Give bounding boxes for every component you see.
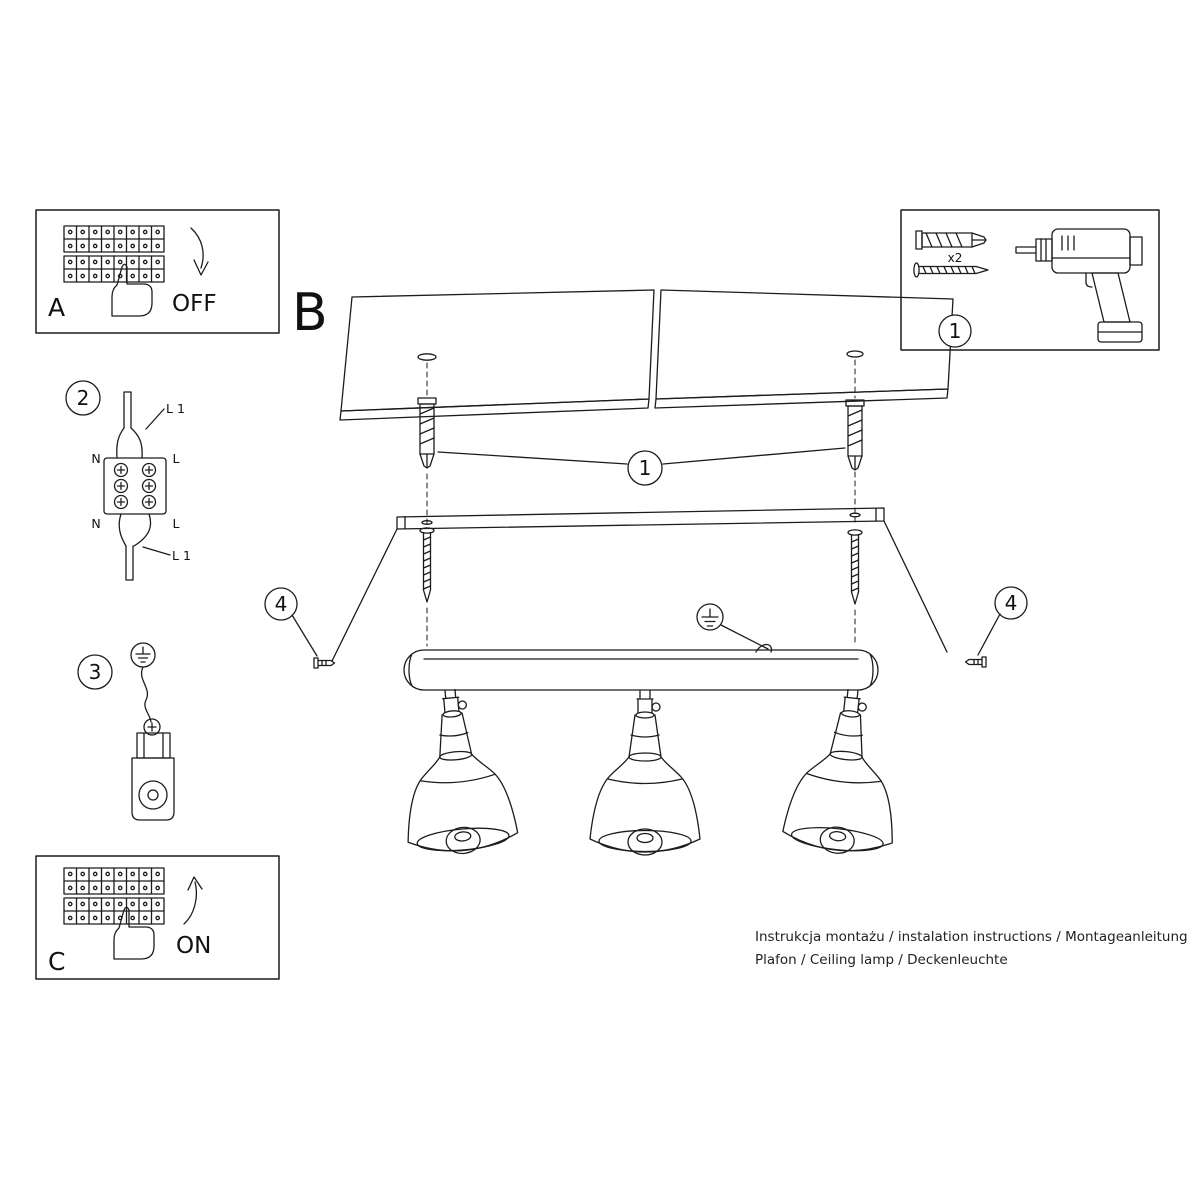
mounting-screw-right-icon <box>847 529 863 605</box>
drill-icon <box>1015 228 1143 343</box>
footer-line-1: Instrukcja montażu / instalation instruc… <box>755 929 1188 945</box>
panel-c-box: C ON <box>35 855 280 980</box>
wire-label-l-bottom: L <box>173 516 180 531</box>
step2-number: 2 <box>77 386 90 410</box>
step1-leaders <box>437 447 846 465</box>
terminal-screws-icon <box>113 462 157 510</box>
step3-number: 3 <box>89 660 102 684</box>
ground-symbol-icon <box>130 642 156 668</box>
off-label: OFF <box>172 291 217 317</box>
wall-anchor-right-icon <box>845 399 865 471</box>
wire-label-n-top: N <box>91 451 100 466</box>
wire-label-l1-top: L 1 <box>166 401 185 416</box>
mounting-screw-left-icon <box>419 527 435 603</box>
anchor-quantity-label: x2 <box>948 251 963 265</box>
spotlight-middle <box>589 690 701 856</box>
breaker-strip-icon <box>63 225 165 283</box>
wiring-diagram: L 1 N L N L L 1 <box>91 391 191 581</box>
step4-left-number: 4 <box>275 592 288 616</box>
mounting-bracket <box>331 507 948 662</box>
step-b-label: B <box>292 283 328 343</box>
wall-plug-icon <box>915 230 987 250</box>
step2-badge: 2 <box>65 380 101 416</box>
lamp-base <box>403 649 879 691</box>
screw-icon <box>913 262 989 278</box>
ground-symbol-main-icon <box>696 603 773 653</box>
panel-c-label: C <box>48 947 65 976</box>
panel-a-box: A OFF <box>35 209 280 334</box>
tools-step-badge: 1 <box>938 314 972 348</box>
on-arrow-icon <box>183 876 203 925</box>
spotlight-right <box>780 683 909 860</box>
wire-label-n-bottom: N <box>91 516 100 531</box>
footer-line-2: Plafon / Ceiling lamp / Deckenleuchte <box>755 952 1008 968</box>
wire-label-l-top: L <box>173 451 180 466</box>
breaker-strip-icon <box>63 867 165 925</box>
step4-right-badge: 4 <box>977 586 1028 656</box>
tools-step-number: 1 <box>949 319 962 343</box>
step3-badge: 3 <box>77 654 113 690</box>
hand-icon <box>111 263 153 317</box>
hand-icon <box>113 906 155 960</box>
off-arrow-icon <box>190 227 209 276</box>
step4-right-number: 4 <box>1005 591 1018 615</box>
step4-left-badge: 4 <box>264 587 318 657</box>
side-screw-right-icon <box>964 656 987 668</box>
spotlight-left <box>394 684 520 859</box>
tools-box: x2 1 <box>900 209 1160 351</box>
earth-clamp-icon <box>131 666 175 821</box>
side-screw-left-icon <box>313 657 336 669</box>
wire-label-l1-bottom: L 1 <box>172 548 191 563</box>
step1-badge: 1 <box>627 450 663 486</box>
ceiling-boards <box>339 289 954 421</box>
panel-a-label: A <box>48 293 65 322</box>
on-label: ON <box>176 933 211 959</box>
step1-number: 1 <box>639 456 652 480</box>
